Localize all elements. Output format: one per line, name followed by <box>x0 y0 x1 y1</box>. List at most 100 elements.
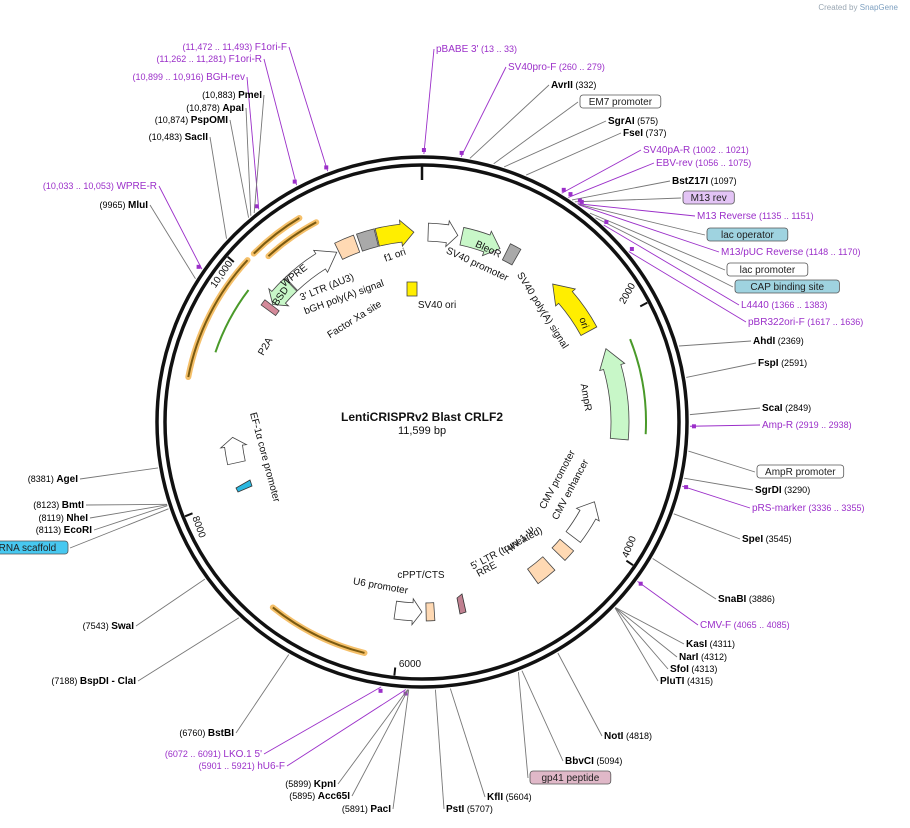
right-pbr322ori-f-primer-mark <box>629 246 634 251</box>
right-cap-binding-site-leader <box>595 217 734 288</box>
primer-range: (1617 .. 1636) <box>805 317 864 327</box>
enzyme-label-bstbi: (6760) BstBI <box>179 728 234 739</box>
wpre-arrow <box>284 249 338 292</box>
enzyme-label-bstz17i: BstZ17I (1097) <box>672 176 737 187</box>
enzyme-label-swai: (7543) SwaI <box>83 621 135 632</box>
right-avrii-leader <box>469 84 550 159</box>
primer-label-pbr322ori-f: pBR322ori-F (1617 .. 1636) <box>748 317 863 328</box>
hiv-psi-box <box>551 538 575 562</box>
enzyme-position: (8113) <box>36 525 64 535</box>
primer-name: SV40pro-F <box>508 62 556 73</box>
primer-name: pRS-marker <box>752 503 807 514</box>
enzyme-name: PacI <box>370 804 391 815</box>
right-sfoi-leader <box>614 607 669 670</box>
enzyme-name: SwaI <box>111 621 134 632</box>
enzyme-name: SacII <box>185 132 209 143</box>
primer-label-sv40pa-r: SV40pA-R (1002 .. 1021) <box>643 145 749 156</box>
left-pmei-leader <box>253 94 265 214</box>
enzyme-name: KflI <box>487 792 503 803</box>
enzyme-name: NarI <box>679 652 699 663</box>
left-sacii-leader <box>209 136 227 239</box>
ori-arrow <box>552 283 598 337</box>
enzyme-label-snabi: SnaBI (3886) <box>718 594 775 605</box>
right-psti-leader <box>434 689 445 810</box>
inner-label-ori: ori <box>576 316 590 330</box>
right-fspi-leader <box>686 362 757 378</box>
enzyme-position: (5895) <box>289 791 318 801</box>
enzyme-position: (5891) <box>342 804 371 814</box>
right-kfli-leader <box>449 688 486 798</box>
primer-label-lko-1-5: (6072 .. 6091) LKO.1 5' <box>165 749 262 760</box>
enzyme-name: BstZ17I <box>672 176 708 187</box>
primer-range: (5901 .. 5921) <box>199 761 258 771</box>
enzyme-position: (4312) <box>698 652 727 662</box>
enzyme-label-avrii: AvrII (332) <box>551 80 596 91</box>
left-agei-leader <box>79 467 159 480</box>
u6-promoter-arrow <box>393 597 423 626</box>
enzyme-name: PstI <box>446 804 465 815</box>
enzyme-position: (4313) <box>689 664 718 674</box>
enzyme-name: SgrAI <box>608 116 635 127</box>
primer-range: (11,262 .. 11,281) <box>156 54 228 64</box>
orf-arc-4-glow <box>269 604 368 656</box>
left-ecori-leader <box>93 505 168 531</box>
enzyme-name: KpnI <box>314 779 336 790</box>
bsd-orf-arc <box>214 289 250 353</box>
enzyme-position: (2591) <box>779 358 808 368</box>
enzyme-position: (5094) <box>594 756 623 766</box>
right-lac-promoter-leader <box>589 212 726 271</box>
enzyme-name: PluTI <box>660 676 685 687</box>
right-l4440-primer-mark <box>604 220 609 225</box>
f1-ori-arrow <box>374 219 415 248</box>
enzyme-label-sacii: (10,483) SacII <box>149 132 209 143</box>
sv40-promoter-arrow <box>427 219 459 248</box>
backbone-outer <box>155 155 689 689</box>
right-amp-r-leader <box>689 424 761 427</box>
p2a-box <box>260 299 280 317</box>
inner-label-ampr: AmpR <box>578 383 594 412</box>
primer-label-bgh-rev: (10,899 .. 10,916) BGH-rev <box>133 72 245 83</box>
right-noti-leader <box>557 652 603 737</box>
left-apai-leader <box>245 107 252 216</box>
primer-name: pBABE 3' <box>436 44 479 55</box>
enzyme-position: (4315) <box>684 676 713 686</box>
right-kasi-leader <box>615 607 685 645</box>
enzyme-label-noti: NotI (4818) <box>604 731 652 742</box>
enzyme-position: (6760) <box>179 728 208 738</box>
feature-box-lac-operator <box>706 227 789 242</box>
right-sgrai-leader <box>503 120 607 168</box>
right-ampr-promoter-leader <box>688 450 756 473</box>
right-fsei-leader <box>525 132 622 176</box>
primer-range: (2919 .. 2938) <box>793 420 852 430</box>
primer-name: L4440 <box>741 300 769 311</box>
primer-range: (13 .. 33) <box>479 44 518 54</box>
left-bmti-leader <box>85 503 167 506</box>
enzyme-position: (5604) <box>503 792 532 802</box>
enzyme-name: EcoRI <box>64 525 93 536</box>
tick-label-6000: 6000 <box>399 659 422 670</box>
enzyme-label-nari: NarI (4312) <box>679 652 727 663</box>
primer-name: EBV-rev <box>656 158 693 169</box>
feature-box-m13-rev <box>682 190 735 205</box>
left-bgh-rev-primer-mark <box>254 204 259 209</box>
tick-8000 <box>184 512 193 518</box>
enzyme-position: (3290) <box>782 485 811 495</box>
left-f1ori-r-leader <box>263 58 298 186</box>
tick-6000 <box>393 667 397 676</box>
enzyme-position: (4311) <box>707 639 735 649</box>
enzyme-label-sgrai: SgrAI (575) <box>608 116 658 127</box>
enzyme-name: MluI <box>128 200 148 211</box>
left-bspdi-leader <box>137 617 240 682</box>
enzyme-label-bmti: (8123) BmtI <box>33 500 84 511</box>
enzyme-position: (3886) <box>746 594 775 604</box>
enzyme-position: (8119) <box>38 513 66 523</box>
enzyme-name: SnaBI <box>718 594 747 605</box>
feature-box-lac-promoter <box>726 262 809 277</box>
snapgene-watermark: Created by SnapGene <box>818 3 898 12</box>
grna-scaffold-mark <box>235 479 253 493</box>
feature-label-cap-binding-site: CAP binding site <box>750 282 824 293</box>
right-scai-leader <box>689 407 761 416</box>
inner-label-ef-1-core-promoter: EF-1α core promoter <box>247 411 282 504</box>
enzyme-position: (9965) <box>99 200 128 210</box>
right-cmv-f-primer-mark <box>638 581 643 586</box>
